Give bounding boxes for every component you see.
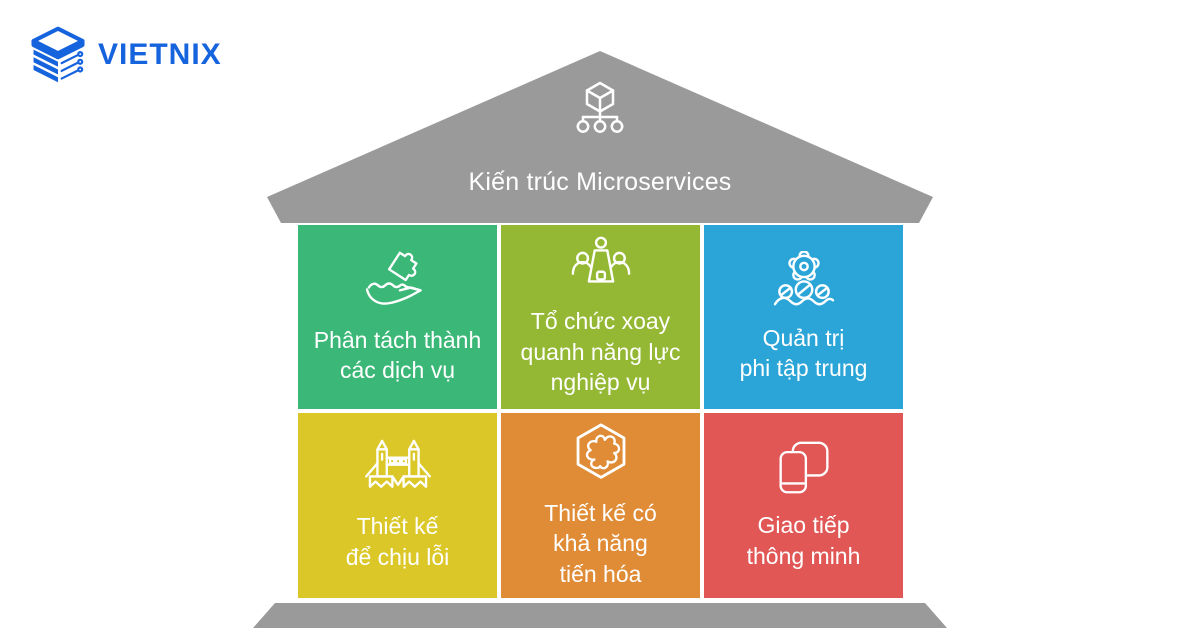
hand-puzzle-icon (365, 251, 422, 305)
vietnix-logo: VIETNIX (28, 26, 222, 84)
cell-label: Quản trị phi tập trung (739, 324, 868, 381)
roof-shape (267, 51, 933, 223)
gear-people-icon (773, 250, 834, 306)
foundation-shape (253, 603, 947, 628)
tower-bridge-icon (364, 439, 431, 489)
cell-label: Giao tiếp thông minh (746, 512, 861, 569)
cell-business-capability: Tổ chức xoay quanh năng lực nghiệp vụ (501, 225, 700, 409)
cell-fault-tolerant-design: Thiết kế để chịu lỗi (298, 413, 497, 598)
cell-label: Thiết kế để chịu lỗi (345, 513, 450, 570)
cell-label: Phân tách thành các dịch vụ (313, 326, 482, 383)
smart-devices-icon (779, 441, 828, 494)
hexagon-coral-icon (576, 423, 625, 479)
cell-separate-services: Phân tách thành các dịch vụ (298, 225, 497, 409)
cell-evolutionary-design: Thiết kế có khả năng tiến hóa (501, 413, 700, 598)
vietnix-layers-icon (31, 26, 85, 83)
team-meeting-icon (571, 237, 630, 284)
diagram-title: Kiến trúc Microservices (468, 168, 732, 196)
brand-name: VIETNIX (98, 38, 222, 71)
cell-smart-communication: Giao tiếp thông minh (704, 413, 903, 598)
cell-label: Tổ chức xoay quanh năng lực nghiệp vụ (520, 308, 681, 396)
cell-label: Thiết kế có khả năng tiến hóa (544, 499, 657, 587)
distributed-service-icon (576, 81, 624, 133)
cell-decentralized-governance: Quản trị phi tập trung (704, 225, 903, 409)
